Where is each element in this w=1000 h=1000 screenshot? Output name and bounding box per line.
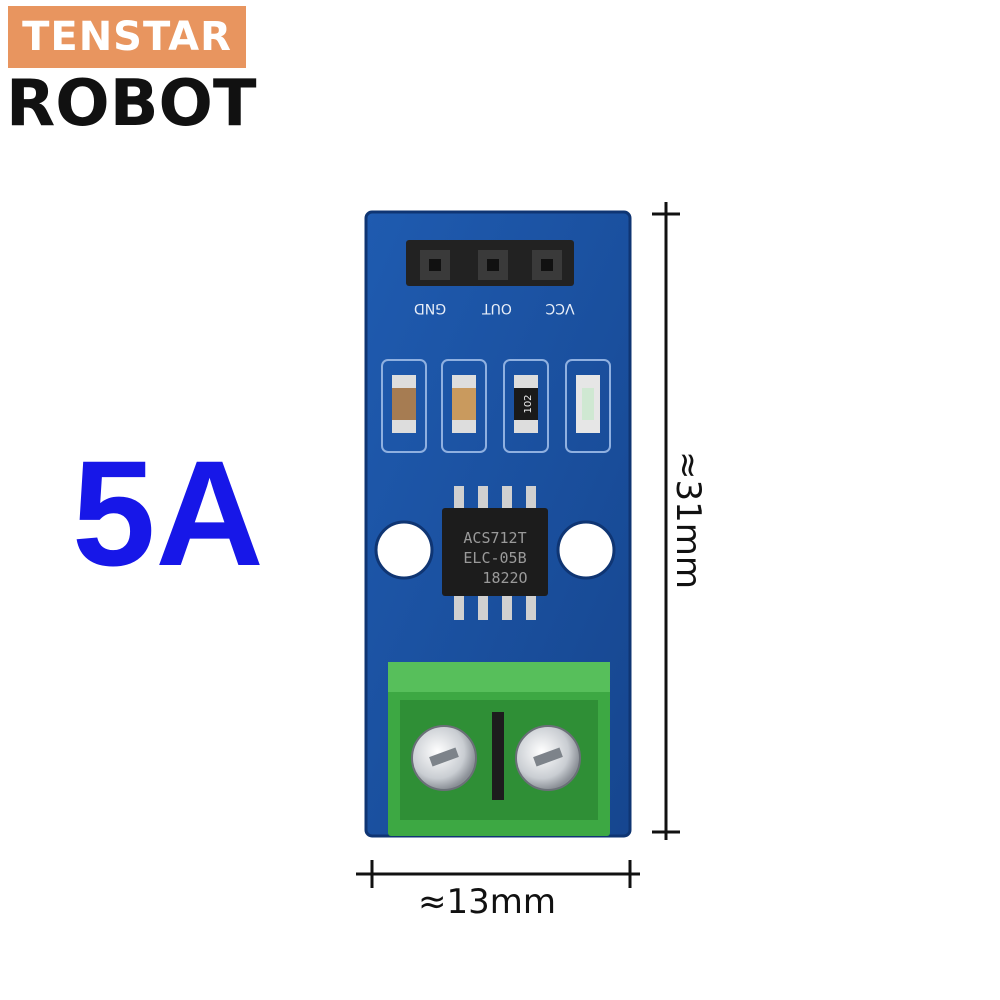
dimension-width-label: ≈13mm [418, 882, 556, 922]
pin-label-vcc: VCC [545, 300, 574, 316]
ic-chip: ACS712T ELC-05B 1822O [442, 486, 548, 620]
smd-resistor: 102 [503, 359, 549, 453]
brand-line2: ROBOT [6, 67, 257, 141]
dimension-line-height [652, 202, 680, 840]
pin-label-out: OUT [482, 300, 512, 316]
dimension-height-label: ≈31mm [668, 451, 708, 589]
mounting-hole-right [556, 520, 616, 580]
dimension-line-width [356, 860, 640, 888]
smd-led [565, 359, 611, 453]
screw-terminal [388, 662, 610, 836]
smd-capacitor-2 [441, 359, 487, 453]
chip-line-3: 1822O [482, 569, 527, 587]
brand-line1: TENSTAR [22, 14, 232, 60]
brand-logo-top: TENSTAR [8, 6, 246, 68]
chip-line-1: ACS712T [463, 529, 526, 547]
pin-header [406, 240, 574, 286]
pin-label-gnd: GND [414, 300, 446, 316]
mounting-hole-left [374, 520, 434, 580]
resistor-code: 102 [523, 394, 534, 413]
current-rating-label: 5A [72, 429, 264, 597]
chip-line-2: ELC-05B [463, 549, 526, 567]
smd-capacitor-1 [381, 359, 427, 453]
